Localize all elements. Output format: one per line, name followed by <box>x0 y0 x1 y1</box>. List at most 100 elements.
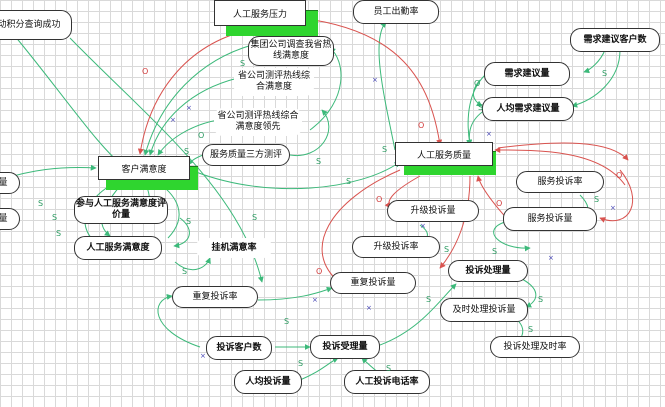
repeat-rate-label: 重复投诉率 <box>192 291 238 302</box>
link-third-loop <box>289 109 330 156</box>
polarity-s-15: S <box>594 195 600 204</box>
polarity-o-5: O <box>616 171 623 180</box>
labor-pressure-label: 人工服务压力 <box>232 9 287 20</box>
group-survey-label: 集团公司调查我省热线满意度 <box>250 40 332 61</box>
link-marker-x-4: × <box>366 304 372 312</box>
polarity-s-7: S <box>182 267 188 276</box>
polarity-o-2: O <box>418 121 425 130</box>
link-s-curve-bottom <box>157 293 201 348</box>
link-srv-loop <box>493 221 531 252</box>
upgrade-rate-label: 升级投诉率 <box>373 241 419 252</box>
participation-volume-node[interactable]: 参与人工服务满意度评价量 <box>74 196 168 224</box>
polarity-s-10: S <box>386 364 392 373</box>
polarity-s-16: S <box>602 69 608 78</box>
complaints-received-label: 投诉受理量 <box>322 341 368 352</box>
polarity-o-8: O <box>198 131 205 140</box>
complaint-handling-node[interactable]: 投诉处理量 <box>448 260 528 282</box>
link-marker-x-3: × <box>312 296 318 304</box>
left-partial-node-1[interactable]: 动积分查询成功 <box>0 10 72 40</box>
polarity-s-13: S <box>528 325 534 334</box>
timely-handling-node[interactable]: 及时处理投诉量 <box>440 298 528 322</box>
employee-attendance-label: 员工出勤率 <box>373 6 419 17</box>
link-quality-right <box>497 142 629 161</box>
polarity-o-6: O <box>496 199 503 208</box>
third-party-eval-node[interactable]: 服务质量三方测评 <box>202 144 290 166</box>
polarity-s-5: S <box>252 213 258 222</box>
employee-attendance-node[interactable]: 员工出勤率 <box>353 0 439 24</box>
polarity-o-3: O <box>316 267 323 276</box>
upgrade-volume-label: 升级投诉量 <box>410 205 456 216</box>
demand-volume-node[interactable]: 需求建议量 <box>484 62 570 86</box>
polarity-s-22: S <box>444 245 450 254</box>
per-capita-complaints-label: 人均投诉量 <box>245 376 291 387</box>
polarity-s-9: S <box>298 359 304 368</box>
polarity-s-18: S <box>316 157 322 166</box>
labor-quality-label: 人工服务质量 <box>416 150 471 161</box>
left-partial-label-1: 动积分查询成功 <box>0 19 61 30</box>
per-capita-demand-node[interactable]: 人均需求建议量 <box>482 97 574 121</box>
link-lead-loop <box>309 47 342 131</box>
link-quality-to-handling <box>439 175 471 269</box>
group-survey-node[interactable]: 集团公司调查我省热线满意度 <box>248 36 334 66</box>
link-prov-to-cs <box>148 77 239 156</box>
complaint-customers-node[interactable]: 投诉客户数 <box>206 336 272 360</box>
polarity-s-2: S <box>52 213 58 222</box>
per-capita-complaints-node[interactable]: 人均投诉量 <box>234 370 302 394</box>
polarity-o-7: O <box>474 79 481 88</box>
link-marker-x-6: × <box>610 204 616 212</box>
hangup-satisfaction-node[interactable]: 挂机满意率 <box>196 238 272 258</box>
left-partial-label-3: 量 <box>0 177 8 188</box>
polarity-s-4: S <box>240 59 246 68</box>
complaint-customers-label: 投诉客户数 <box>216 342 262 353</box>
timely-handling-label: 及时处理投诉量 <box>452 304 516 315</box>
polarity-o-1: O <box>142 67 149 76</box>
repeat-volume-label: 重复投诉量 <box>350 277 396 288</box>
customer-satisfaction-level[interactable]: 客户满意度 <box>98 156 190 180</box>
link-marker-x-8: × <box>200 352 206 360</box>
labor-complaint-calls-node[interactable]: 人工投诉电话率 <box>344 370 430 394</box>
link-quality-to-attendance <box>378 21 396 151</box>
polarity-s-11: S <box>426 295 432 304</box>
repeat-volume-node[interactable]: 重复投诉量 <box>330 272 416 294</box>
link-marker-x-7: × <box>548 254 554 262</box>
third-party-eval-label: 服务质量三方测评 <box>209 149 282 160</box>
labor-satisfaction-label: 人工服务满意度 <box>86 242 150 253</box>
polarity-s-3: S <box>56 229 62 238</box>
polarity-s-19: S <box>346 177 352 186</box>
link-dvol-to-percap <box>473 79 483 107</box>
polarity-s-6: S <box>186 217 192 226</box>
demand-volume-label: 需求建议量 <box>504 68 550 79</box>
polarity-s-8: S <box>284 317 290 326</box>
link-percap-to-quality <box>466 109 486 146</box>
provincial-eval-node[interactable]: 省公司测评热线综合满意度 <box>234 68 314 96</box>
link-src-to-quality <box>599 169 634 223</box>
service-complaint-volume-node[interactable]: 服务投诉量 <box>503 207 597 231</box>
left-partial-node-2 <box>0 28 40 40</box>
link-percap-to-receipts <box>299 357 339 381</box>
service-complaint-rate-node[interactable]: 服务投诉率 <box>516 171 604 193</box>
labor-quality-level[interactable]: 人工服务质量 <box>395 142 493 166</box>
complaint-handling-label: 投诉处理量 <box>465 265 511 276</box>
repeat-rate-node[interactable]: 重复投诉率 <box>172 286 258 308</box>
link-left-diagonal-a <box>13 34 127 169</box>
upgrade-volume-node[interactable]: 升级投诉量 <box>387 200 479 222</box>
link-third-to-cs <box>187 154 204 166</box>
left-partial-node-3[interactable]: 量 <box>0 172 20 194</box>
link-handling-to-timely <box>519 277 537 308</box>
left-partial-label-4: 量 <box>0 213 8 224</box>
provincial-lead-node[interactable]: 省公司测评热线综合满意度领先 <box>214 108 302 136</box>
complaints-received-node[interactable]: 投诉受理量 <box>310 335 380 359</box>
polarity-s-17: S <box>478 103 484 112</box>
link-marker-x-2: × <box>170 116 176 124</box>
upgrade-rate-node[interactable]: 升级投诉率 <box>352 236 440 258</box>
link-srv-to-quality <box>494 147 626 186</box>
left-partial-node-4[interactable]: 量 <box>0 208 20 230</box>
link-marker-x-9: × <box>420 222 426 230</box>
labor-pressure-level[interactable]: 人工服务压力 <box>214 0 306 26</box>
link-receipts-to-handling <box>379 283 457 346</box>
demand-customers-node[interactable]: 需求建议客户数 <box>570 28 660 52</box>
link-marker-x-1: × <box>372 76 378 84</box>
labor-satisfaction-node[interactable]: 人工服务满意度 <box>74 236 162 260</box>
timely-rate-node[interactable]: 投诉处理及时率 <box>490 336 580 358</box>
